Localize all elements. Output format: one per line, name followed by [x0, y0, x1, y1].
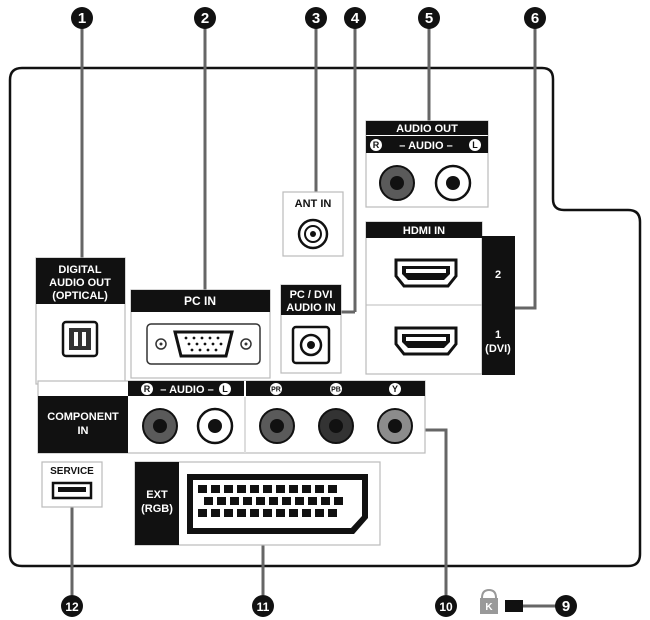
component-in-section: COMPONENT IN R – AUDIO – L PR PB Y	[37, 380, 426, 454]
pc-in-label: PC IN	[184, 294, 216, 308]
kensington-k-text: K	[485, 602, 493, 613]
antenna-port-icon	[297, 218, 329, 250]
ant-in-section: ANT IN	[282, 191, 344, 257]
pr-text: PR	[271, 387, 281, 394]
callout-number: 11	[257, 600, 270, 614]
scart-port-icon	[187, 474, 368, 534]
callout-2: 2	[194, 7, 216, 29]
component-audio-l-jack-icon	[196, 407, 234, 445]
hdmi-in-label: HDMI IN	[403, 225, 445, 237]
callout-5: 5	[418, 7, 440, 29]
channel-l-badge	[469, 139, 481, 151]
component-in-label: IN	[78, 425, 89, 437]
pc-dvi-label: AUDIO IN	[286, 302, 336, 314]
audio-channels-label: – AUDIO –	[399, 140, 452, 152]
hdmi-2-label: 2	[495, 269, 501, 281]
channel-r-badge	[370, 139, 382, 151]
service-label: SERVICE	[50, 466, 94, 477]
kensington-slot	[505, 600, 523, 612]
hdmi-in-section: HDMI IN 2 1 (DVI)	[365, 221, 515, 375]
hdmi-1-label: 1	[495, 329, 501, 341]
leader-lines	[70, 28, 556, 608]
digital-audio-label: AUDIO OUT	[49, 277, 111, 289]
callout-number: 2	[201, 10, 209, 27]
hdmi-1-label: (DVI)	[485, 343, 511, 355]
rca-white-jack-icon	[434, 164, 472, 202]
component-l-text: L	[222, 384, 228, 394]
component-audio-r-jack-icon	[142, 408, 178, 444]
ext-rgb-label: EXT	[146, 489, 168, 501]
y-text: Y	[392, 384, 398, 394]
vga-port-icon	[146, 323, 261, 365]
component-y-jack-icon	[377, 408, 413, 444]
callout-9: 9	[555, 595, 577, 617]
ant-in-label: ANT IN	[295, 198, 332, 210]
pr-badge	[270, 383, 282, 395]
ext-rgb-section: EXT (RGB)	[134, 461, 381, 546]
callout-10: 10	[435, 595, 457, 617]
callout-number: 10	[439, 600, 453, 614]
audio-out-section: AUDIO OUT R – AUDIO – L	[365, 120, 489, 208]
audio-out-label: AUDIO OUT	[396, 123, 458, 135]
usb-port-icon	[51, 481, 93, 500]
callout-number: 1	[78, 10, 86, 27]
kensington-lock-section: K	[480, 588, 523, 614]
digital-audio-out-section: DIGITAL AUDIO OUT (OPTICAL)	[35, 257, 126, 385]
callout-6: 6	[524, 7, 546, 29]
callout-number: 6	[531, 10, 539, 27]
digital-audio-label: (OPTICAL)	[52, 290, 108, 302]
channel-l-text: L	[472, 140, 478, 150]
lock-icon: K	[480, 588, 498, 614]
callout-number: 4	[351, 10, 360, 27]
component-pb-jack-icon	[318, 408, 354, 444]
pb-text: PB	[331, 387, 341, 394]
pc-dvi-label: PC / DVI	[290, 289, 333, 301]
panel-outline	[8, 66, 642, 568]
component-l-badge	[219, 383, 231, 395]
callout-11: 11	[252, 595, 274, 617]
component-pr-jack-icon	[259, 408, 295, 444]
callout-4: 4	[344, 7, 366, 29]
callout-number: 3	[312, 10, 320, 27]
ext-rgb-label: (RGB)	[141, 503, 173, 515]
callout-number: 12	[65, 600, 79, 614]
service-section: SERVICE	[41, 461, 103, 508]
component-r-text: R	[144, 384, 151, 394]
hdmi-1-port-icon	[394, 326, 458, 356]
pc-in-section: PC IN	[130, 289, 271, 379]
component-in-label: COMPONENT	[47, 411, 119, 423]
callout-12: 12	[61, 595, 83, 617]
callout-number: 5	[425, 10, 433, 27]
callout-number: 9	[562, 598, 570, 615]
callout-3: 3	[305, 7, 327, 29]
y-badge	[389, 383, 401, 395]
channel-r-text: R	[373, 140, 380, 150]
rca-red-jack-icon	[379, 165, 415, 201]
pb-badge	[330, 383, 342, 395]
optical-port-icon	[61, 320, 99, 358]
component-audio-label: – AUDIO –	[160, 384, 213, 396]
audio-jack-icon	[291, 325, 331, 365]
pc-dvi-audio-in-section: PC / DVI AUDIO IN	[280, 284, 342, 374]
component-r-badge	[141, 383, 153, 395]
digital-audio-label: DIGITAL	[58, 264, 101, 276]
callout-1: 1	[71, 7, 93, 29]
hdmi-2-port-icon	[394, 258, 458, 288]
